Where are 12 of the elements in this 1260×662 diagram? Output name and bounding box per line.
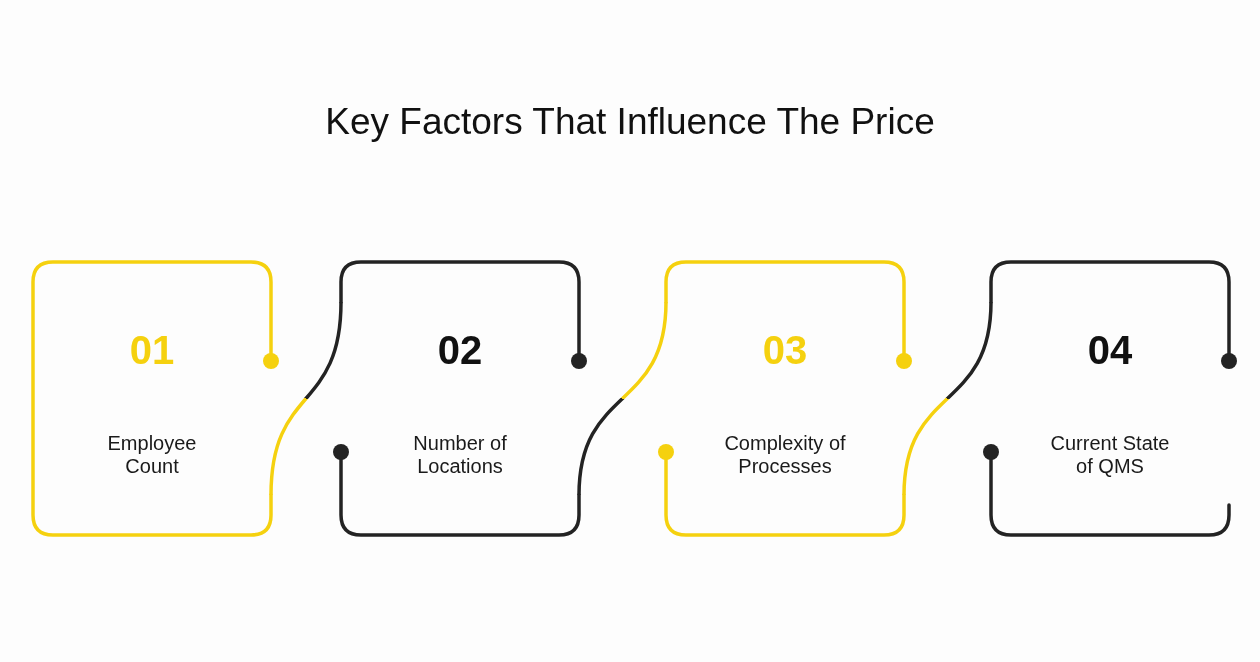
step-number: 04 (1087, 330, 1133, 370)
step-number: 02 (437, 330, 483, 370)
step-label: Current State of QMS (1049, 432, 1171, 478)
step-number: 01 (129, 330, 175, 370)
step-label: Complexity of Processes (723, 432, 847, 478)
step-label: Number of Locations (412, 432, 508, 478)
step-number: 03 (762, 330, 808, 370)
diagram-title: Key Factors That Influence The Price (325, 100, 935, 144)
connector-curve (269, 301, 343, 496)
step-label: Employee Count (106, 432, 198, 478)
connector-curve (902, 301, 993, 496)
connector-curve (577, 301, 668, 496)
